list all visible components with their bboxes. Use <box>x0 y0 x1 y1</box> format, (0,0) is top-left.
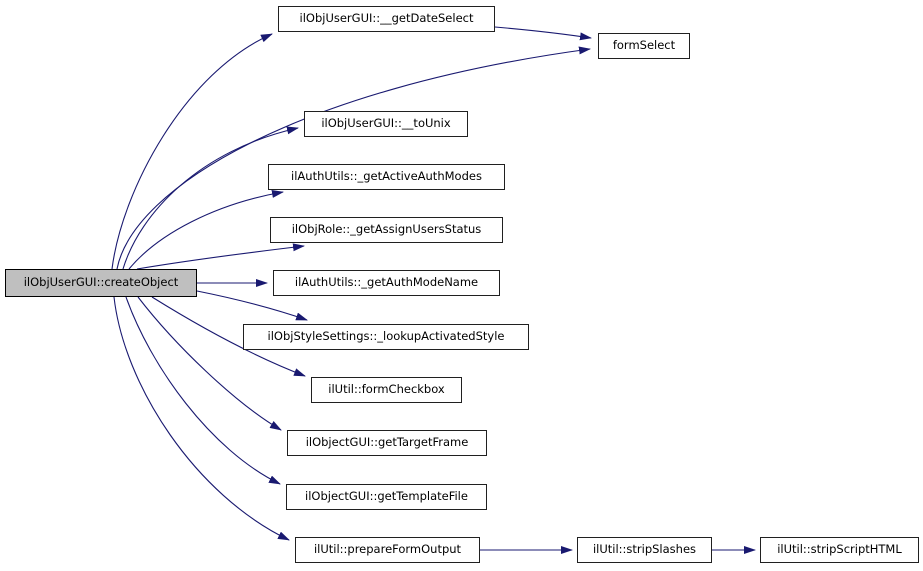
node-getDateSelect[interactable]: ilObjUserGUI::__getDateSelect <box>278 6 495 32</box>
node-getTemplateFile[interactable]: ilObjectGUI::getTemplateFile <box>286 484 487 510</box>
node-stripSlashes[interactable]: ilUtil::stripSlashes <box>577 537 712 563</box>
node-getTargetFrame[interactable]: ilObjectGUI::getTargetFrame <box>287 430 487 456</box>
node-stripScriptHTML[interactable]: ilUtil::stripScriptHTML <box>760 537 919 563</box>
node-createObject[interactable]: ilObjUserGUI::createObject <box>5 269 197 297</box>
node-formSelect[interactable]: formSelect <box>598 33 690 59</box>
edge-createObject-to-getTemplateFile <box>125 296 281 485</box>
edge-createObject-to-getAssignUsersStatus <box>136 243 305 270</box>
node-lookupActivatedStyle[interactable]: ilObjStyleSettings::_lookupActivatedStyl… <box>243 324 529 350</box>
edge-getDateSelect-to-formSelect <box>494 26 592 41</box>
edge-createObject-to-lookupActivatedStyle <box>196 290 308 321</box>
edge-createObject-to-formCheckbox <box>151 296 306 377</box>
node-formCheckbox[interactable]: ilUtil::formCheckbox <box>311 377 462 403</box>
node-getActiveAuthModes[interactable]: ilAuthUtils::_getActiveAuthModes <box>268 164 505 190</box>
edge-createObject-to-toUnix <box>122 126 299 270</box>
edge-createObject-to-getTargetFrame <box>137 296 282 431</box>
node-getAssignUsersStatus[interactable]: ilObjRole::_getAssignUsersStatus <box>270 217 503 243</box>
edge-createObject-to-getDateSelect <box>111 33 273 270</box>
edge-createObject-to-getActiveAuthModes <box>128 189 284 270</box>
node-getAuthModeName[interactable]: ilAuthUtils::_getAuthModeName <box>273 270 500 296</box>
node-prepareFormOutput[interactable]: ilUtil::prepareFormOutput <box>295 537 480 563</box>
node-toUnix[interactable]: ilObjUserGUI::__toUnix <box>304 111 468 137</box>
edge-createObject-to-prepareFormOutput <box>113 296 290 541</box>
